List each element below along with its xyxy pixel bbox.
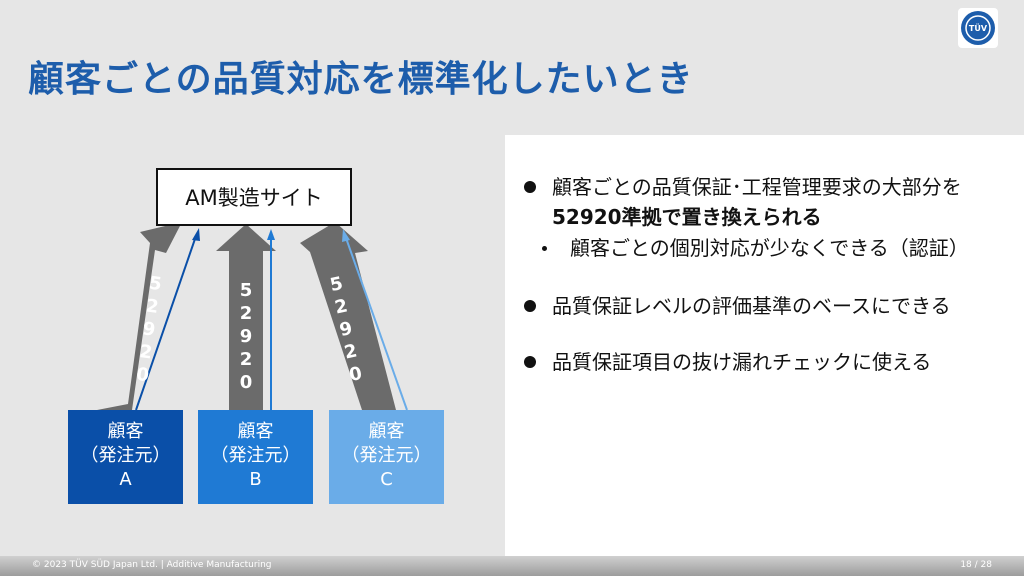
customer-b-box: 顧客 （発注元） B: [198, 410, 313, 504]
customer-b-letter: B: [249, 469, 262, 490]
customer-a-sub: （発注元）: [80, 445, 171, 466]
thin-arrowhead-a: [192, 228, 200, 241]
bullet-1-bold: 52920準拠で置き換えられる: [552, 205, 822, 229]
thin-arrow-c: [345, 237, 408, 411]
customer-b-sub: （発注元）: [210, 445, 301, 466]
customer-c-box: 顧客 （発注元） C: [329, 410, 444, 504]
customer-c-label: 顧客: [368, 421, 405, 442]
bullet-3: 品質保証項目の抜け漏れチェックに使える: [520, 347, 1000, 377]
bullet-2: 品質保証レベルの評価基準のベースにできる: [520, 291, 1000, 321]
logo-text: TÜV: [969, 23, 988, 33]
slide-title: 顧客ごとの品質対応を標準化したいとき: [28, 59, 694, 100]
footer-copyright: © 2023 TÜV SÜD Japan Ltd. | Additive Man…: [32, 560, 272, 570]
am-site-box: AM製造サイト: [156, 168, 352, 226]
footer-band: [0, 556, 1024, 576]
bullet-panel: [505, 135, 1024, 556]
big-arrow-c: [300, 222, 396, 410]
thin-arrowhead-b: [267, 229, 275, 240]
thin-arrow-a: [135, 235, 197, 411]
customer-a-label: 顧客: [107, 421, 144, 442]
customer-a-letter: A: [119, 469, 132, 490]
customer-a-box: 顧客 （発注元） A: [68, 410, 183, 504]
customer-c-letter: C: [380, 469, 393, 490]
tuv-logo-icon: TÜV: [958, 8, 998, 48]
bullet-list: 顧客ごとの品質保証･工程管理要求の大部分を 52920準拠で置き換えられる 顧客ご…: [520, 172, 1000, 377]
customer-c-sub: （発注元）: [341, 445, 432, 466]
sub-bullet-1: 顧客ごとの個別対応が少なくできる（認証）: [520, 233, 1000, 263]
page-number: 18 / 28: [960, 560, 992, 570]
bullet-1: 顧客ごとの品質保証･工程管理要求の大部分を 52920準拠で置き換えられる: [520, 172, 1000, 232]
diagram-arrows: [97, 222, 408, 411]
thin-arrowhead-c: [342, 229, 350, 242]
big-arrow-b: [216, 224, 276, 410]
customer-b-label: 顧客: [237, 421, 274, 442]
bullet-1-text: 顧客ごとの品質保証･工程管理要求の大部分を: [552, 175, 962, 199]
